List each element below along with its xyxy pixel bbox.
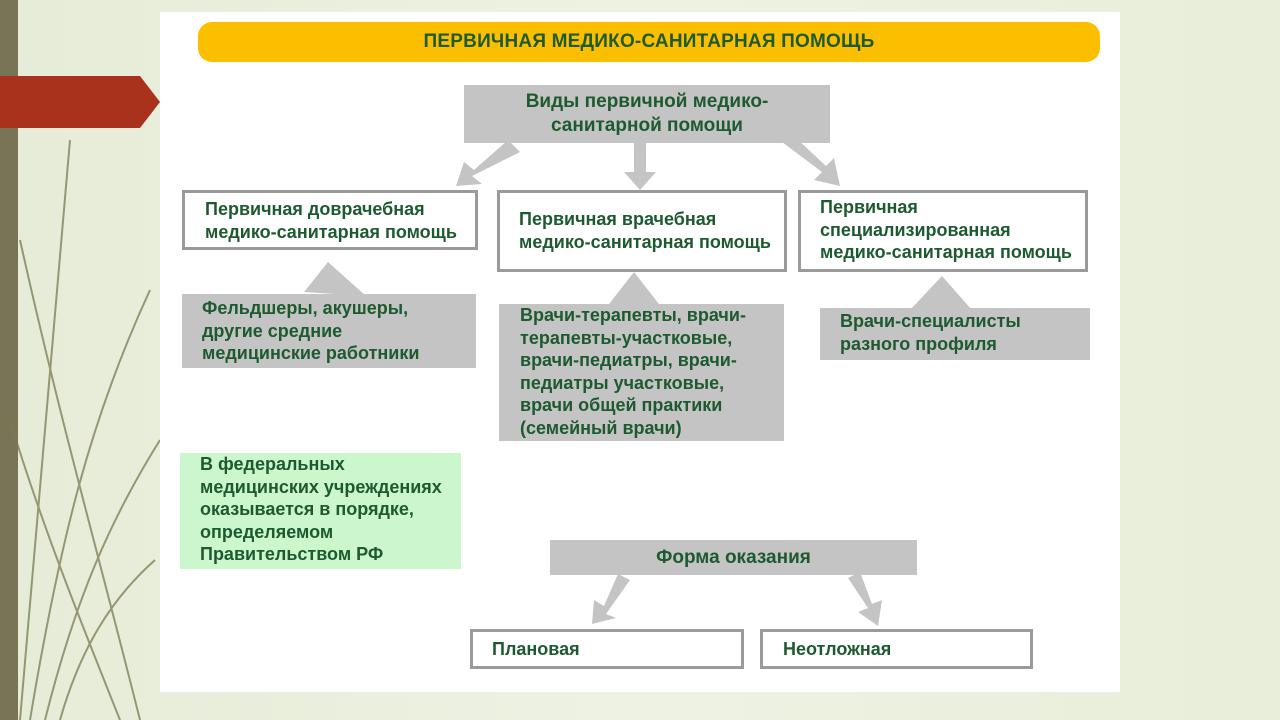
- pointer-type-3: [910, 276, 972, 310]
- arrow-to-type-3: [782, 138, 840, 186]
- arrow-to-urgent: [848, 572, 882, 626]
- type-2-title: Первичная врачебная медико-санитарная по…: [519, 209, 771, 252]
- federal-note: В федеральных медицинских учреждениях ок…: [180, 453, 461, 569]
- staff-2-text: Врачи-терапевты, врачи- терапевты-участк…: [520, 305, 746, 438]
- arrow-to-planned: [592, 574, 630, 624]
- pointer-type-1: [304, 262, 366, 296]
- type-3-title: Первичная специализированная медико-сани…: [820, 197, 1072, 262]
- type-box-2: Первичная врачебная медико-санитарная по…: [497, 190, 787, 272]
- arrows-layer: [304, 138, 972, 626]
- staff-box-2: Врачи-терапевты, врачи- терапевты-участк…: [499, 304, 784, 441]
- accent-tab: [0, 76, 160, 128]
- sidebar-bar: [0, 0, 18, 720]
- type-box-3: Первичная специализированная медико-сани…: [798, 190, 1088, 272]
- page-title: ПЕРВИЧНАЯ МЕДИКО-САНИТАРНАЯ ПОМОЩЬ: [198, 22, 1100, 62]
- type-box-1: Первичная доврачебная медико-санитарная …: [182, 190, 478, 250]
- arrow-to-type-2: [624, 142, 656, 190]
- form-header: Форма оказания: [550, 540, 917, 575]
- staff-1-text: Фельдшеры, акушеры, другие средние медиц…: [202, 298, 420, 363]
- type-1-title: Первичная доврачебная медико-санитарная …: [205, 199, 457, 242]
- form-option-urgent-label: Неотложная: [783, 639, 892, 659]
- federal-note-text: В федеральных медицинских учреждениях ок…: [200, 454, 442, 564]
- arrow-to-type-1: [456, 140, 520, 186]
- staff-3-text: Врачи-специалисты разного профиля: [840, 311, 1021, 354]
- form-option-planned: Плановая: [470, 629, 744, 669]
- types-header: Виды первичной медико- санитарной помощи: [464, 85, 830, 143]
- staff-box-1: Фельдшеры, акушеры, другие средние медиц…: [182, 294, 476, 368]
- types-header-label: Виды первичной медико- санитарной помощи: [525, 91, 769, 136]
- pointer-type-2: [606, 272, 662, 308]
- form-header-label: Форма оказания: [656, 546, 811, 568]
- form-option-planned-label: Плановая: [492, 639, 580, 659]
- slide: ПЕРВИЧНАЯ МЕДИКО-САНИТАРНАЯ ПОМОЩЬ Виды …: [160, 12, 1120, 692]
- staff-box-3: Врачи-специалисты разного профиля: [820, 308, 1090, 360]
- form-option-urgent: Неотложная: [760, 629, 1033, 669]
- grass-decoration: [9, 139, 161, 720]
